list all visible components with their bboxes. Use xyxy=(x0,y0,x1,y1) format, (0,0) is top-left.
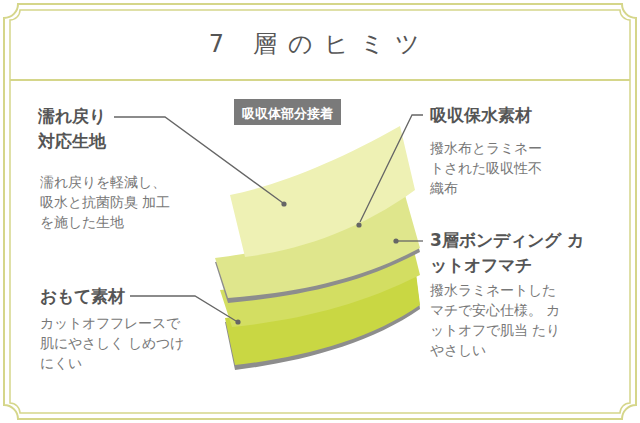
tag-text: 吸収体部分接着 xyxy=(242,105,333,123)
layer-description: カットオフフレースで 肌にやさしく しめつけにくい xyxy=(40,313,192,373)
inner-frame xyxy=(10,10,630,413)
layer-description: 撥水ラミネートした マチで安心仕様。 カットオフで肌当 たりやさしい xyxy=(430,280,562,360)
layer-description: 濡れ戻りを軽減し、 吸水と抗菌防臭 加工を施した生地 xyxy=(40,172,175,232)
leader-lines xyxy=(114,115,423,321)
layer-heading: おもて素材 xyxy=(40,284,160,309)
layer-description: 撥水布とラミネー トされた吸収性不 織布 xyxy=(430,138,550,198)
diagram-title: 7 層のヒミツ xyxy=(0,28,640,60)
outer-frame xyxy=(4,4,636,419)
layer-heading: 濡れ戻り 対応生地 xyxy=(38,104,118,154)
tag-box: 吸収体部分接着 xyxy=(234,99,341,125)
layer-heading: 吸収保水素材 xyxy=(430,103,620,128)
layer-heading: 3層ボンディング カットオフマチ xyxy=(430,228,590,278)
leader-dots xyxy=(235,201,398,324)
layer-sheet xyxy=(230,126,415,257)
title-rule xyxy=(10,79,630,81)
